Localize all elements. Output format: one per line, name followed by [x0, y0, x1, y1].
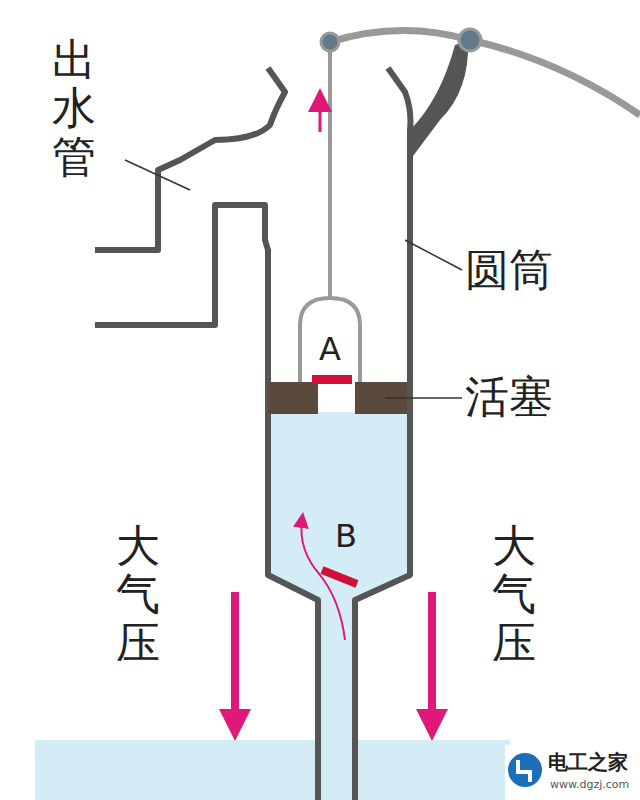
flow-arrow: [319, 100, 322, 132]
valve-b: [322, 570, 357, 584]
handle-bracket: [410, 40, 468, 160]
valve-label: A: [319, 333, 341, 365]
valve-label: B: [335, 520, 357, 552]
leader-line: [405, 240, 462, 270]
pivot: [321, 33, 339, 51]
part-name: 活塞: [465, 375, 553, 419]
watermark-logo: [518, 760, 530, 782]
leader-line: [125, 160, 190, 190]
water: [35, 740, 510, 800]
pressure-label: 大气压: [492, 522, 536, 667]
lever: [330, 30, 640, 115]
piston-rod: [328, 42, 332, 300]
valve-a: [312, 375, 352, 384]
leader-line: [385, 397, 462, 399]
part-name: 圆筒: [465, 248, 553, 292]
pump-body: [95, 68, 410, 800]
pressure-arrow: [231, 592, 239, 725]
watermark: 电工之家: [548, 752, 628, 772]
pressure-arrow: [428, 592, 436, 725]
rod-yoke: [300, 298, 360, 382]
pivot: [459, 29, 481, 51]
watermark-ground: [505, 745, 640, 800]
part-name: 出水管: [52, 36, 96, 181]
watermark: www.dgzj.com: [550, 779, 629, 790]
watermark-logo: [508, 753, 542, 787]
pressure-label: 大气压: [116, 522, 160, 667]
water-column: [268, 412, 407, 800]
piston: [268, 382, 318, 414]
